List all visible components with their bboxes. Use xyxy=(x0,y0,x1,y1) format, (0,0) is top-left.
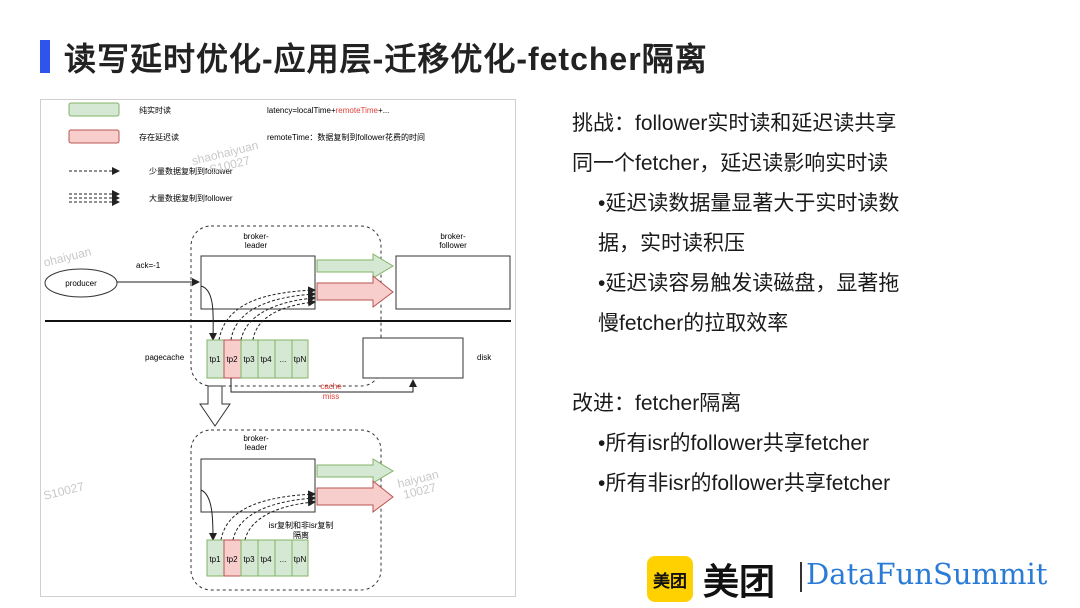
cache-miss-arrow xyxy=(230,378,417,393)
delayed-copy-arrow-bottom xyxy=(316,479,394,513)
disk-box xyxy=(362,337,464,379)
meituan-logo-badge: 美团 xyxy=(647,556,693,602)
fetch-flow-bottom-2 xyxy=(232,494,316,541)
transition-down-arrow xyxy=(199,385,231,427)
fetch-flow-top-3 xyxy=(240,294,316,341)
legend-latency-formula: latency=localTime+remoteTime+... xyxy=(267,106,389,115)
legend-red-swatch xyxy=(68,129,120,144)
partition-tp1-bottom: tp1 xyxy=(209,555,221,564)
isolation-note-1: isr复制和非isr复制 xyxy=(269,520,334,530)
cache-miss-label-1: cache xyxy=(320,382,342,391)
content-line: 改进：fetcher隔离 xyxy=(572,392,742,415)
content-line: •延迟读容易触发读磁盘，显著拖 xyxy=(598,272,900,295)
content-line: 慢fetcher的拉取效率 xyxy=(598,312,789,335)
partition-row-bottom: tp1 tp2 tp3 tp4 ... tpN xyxy=(206,539,309,577)
title-accent-bar xyxy=(40,40,50,73)
broker-leader-box-top xyxy=(200,255,316,310)
content-line: 据，实时读积压 xyxy=(598,232,745,255)
producer-node xyxy=(44,268,118,298)
partition-tp1-top: tp1 xyxy=(209,355,221,364)
fetch-flow-top-4 xyxy=(252,298,316,341)
partition-tp3-top: tp3 xyxy=(243,355,255,364)
broker-leader-label-bottom-2: leader xyxy=(245,443,268,452)
fetch-flow-top-1 xyxy=(218,286,316,341)
content-text: 挑战：follower实时读和延迟读共享同一个fetcher，延迟读影响实时读 •… xyxy=(572,104,1052,504)
architecture-diagram: 纯实时读 latency=localTime+remoteTime+... 存在… xyxy=(40,99,516,597)
footer-separator xyxy=(800,562,802,592)
datafunsummit-logo: DataFunSummit xyxy=(806,557,1048,591)
fetch-flow-bottom-3 xyxy=(244,498,316,541)
partition-tp2-bottom: tp2 xyxy=(226,555,238,564)
content-line: 同一个fetcher，延迟读影响实时读 xyxy=(572,152,889,175)
broker-leader-label-top-2: leader xyxy=(245,241,268,250)
write-flow-top xyxy=(200,285,218,341)
partition-tpn-top: tpN xyxy=(294,355,307,364)
broker-follower-box xyxy=(395,255,511,310)
legend-large-copy-label: 大量数据复制到follower xyxy=(149,193,233,203)
write-flow-bottom xyxy=(200,489,217,541)
fetch-flow-bottom-1 xyxy=(220,490,316,541)
legend-delayed-label: 存在延迟读 xyxy=(139,132,179,142)
leader-group-top xyxy=(190,225,382,387)
partition-tp3-bottom: tp3 xyxy=(243,555,255,564)
partition-tp4-top: tp4 xyxy=(260,355,272,364)
isolation-note-2: 隔离 xyxy=(293,530,309,540)
diagram-canvas: 纯实时读 latency=localTime+remoteTime+... 存在… xyxy=(44,102,511,591)
cache-miss-label-2: miss xyxy=(323,392,339,401)
legend-green-swatch xyxy=(68,102,120,117)
partition-tp4-bottom: tp4 xyxy=(260,555,272,564)
legend-small-copy-label: 少量数据复制到follower xyxy=(149,166,233,176)
content-line: •所有isr的follower共享fetcher xyxy=(598,432,870,455)
broker-leader-label-bottom-1: broker- xyxy=(243,434,269,443)
content-spacer xyxy=(572,344,1052,384)
ack-label: ack=-1 xyxy=(136,261,161,270)
legend-remote-time-desc: remoteTime：数据复制到follower花费的时间 xyxy=(267,132,425,142)
realtime-copy-arrow-top xyxy=(316,253,394,279)
broker-follower-label-1: broker- xyxy=(440,232,466,241)
meituan-logo-text: 美团 xyxy=(703,561,776,602)
disk-label: disk xyxy=(477,353,492,362)
legend-realtime-label: 纯实时读 xyxy=(139,105,171,115)
content-line: •所有非isr的follower共享fetcher xyxy=(598,472,891,495)
content-line: 挑战：follower实时读和延迟读共享 xyxy=(572,112,897,135)
leader-group-bottom xyxy=(190,429,382,591)
partition-row-top: tp1 tp2 tp3 tp4 ... tpN xyxy=(206,339,309,379)
partition-ellipsis-top: ... xyxy=(280,355,287,364)
partition-tp2-top: tp2 xyxy=(226,355,238,364)
producer-label: producer xyxy=(65,279,97,288)
broker-follower-label-2: follower xyxy=(439,241,467,250)
content-line: •延迟读数据量显著大于实时读数 xyxy=(598,192,900,215)
partition-tpn-bottom: tpN xyxy=(294,555,307,564)
fetch-flow-top-2 xyxy=(230,290,316,341)
broker-leader-label-top-1: broker- xyxy=(243,232,269,241)
delayed-copy-arrow-top xyxy=(316,274,394,308)
slide-title: 读写延时优化-应用层-迁移优化-fetcher隔离 xyxy=(64,41,708,77)
realtime-copy-arrow-bottom xyxy=(316,458,394,484)
partition-ellipsis-bottom: ... xyxy=(280,555,287,564)
pagecache-label: pagecache xyxy=(145,353,185,362)
